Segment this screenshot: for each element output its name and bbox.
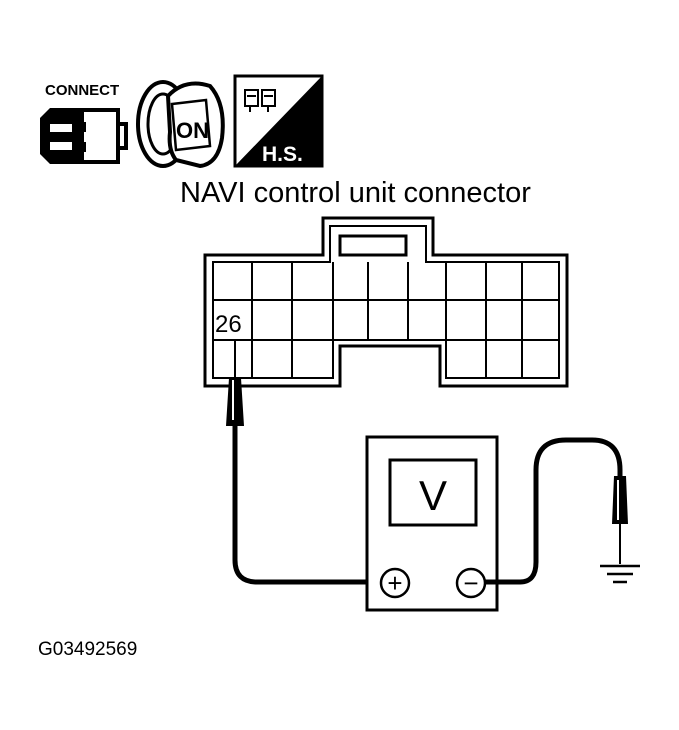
positive-lead-wire [232, 426, 380, 585]
connect-label: CONNECT [45, 82, 119, 99]
harness-side-label: H.S. [262, 143, 303, 166]
ignition-on-label: ON [176, 118, 209, 143]
ground-symbol-icon [600, 564, 640, 584]
positive-probe [226, 340, 244, 426]
positive-terminal-symbol: + [387, 568, 402, 598]
negative-lead-wire [485, 437, 623, 585]
negative-probe [612, 476, 628, 564]
page-title: NAVI control unit connector [180, 177, 531, 209]
figure-id: G03492569 [38, 639, 137, 660]
voltmeter-display: V [419, 472, 447, 519]
negative-terminal-symbol: − [463, 568, 478, 598]
connector-body [203, 216, 569, 388]
positive-terminal [379, 567, 411, 599]
terminal-26-label: 26 [215, 311, 242, 338]
harness-side-icon: H.S. [233, 74, 324, 168]
voltmeter: V + − [365, 435, 499, 612]
ignition-key-on-icon: ON [136, 80, 225, 169]
connector-connect-icon: CONNECT [40, 82, 128, 164]
